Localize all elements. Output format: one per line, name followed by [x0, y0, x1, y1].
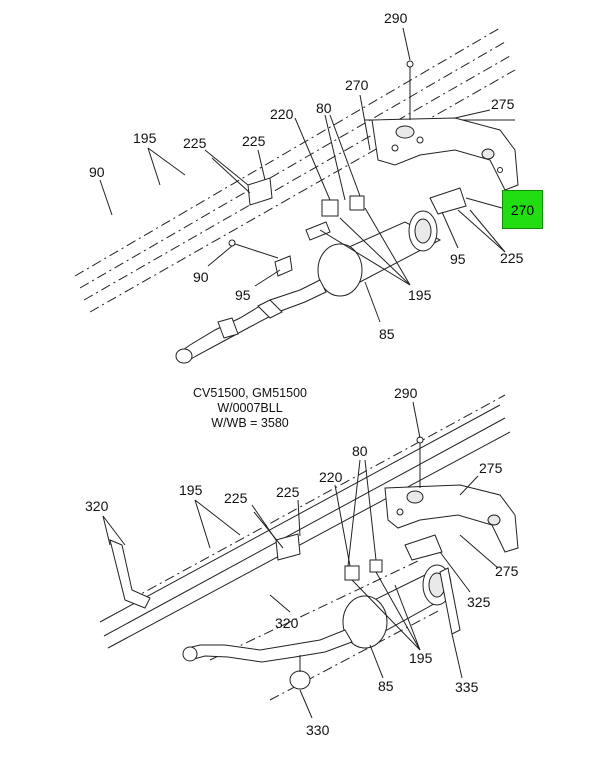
callout-225: 225	[242, 133, 266, 149]
caption-line-3: W/WB = 3580	[211, 416, 289, 430]
callout-330: 330	[306, 722, 330, 738]
callout-220: 220	[270, 106, 294, 122]
callout-95: 95	[450, 251, 466, 267]
callout-225: 225	[224, 490, 248, 506]
callout-220: 220	[319, 469, 343, 485]
top-frame-rail	[74, 27, 516, 313]
callout-275: 275	[495, 563, 519, 579]
highlighted-callout-label: 270	[510, 201, 535, 218]
callout-80: 80	[352, 443, 368, 459]
callout-225: 225	[500, 250, 524, 266]
callout-85: 85	[379, 326, 395, 342]
callout-290: 290	[394, 385, 418, 401]
caption-line-2: W/0007BLL	[217, 401, 283, 415]
bottom-crossmember-bracket	[384, 436, 519, 553]
bottom-clamps-brackets	[109, 533, 461, 635]
top-exhaust-pipe	[175, 279, 327, 364]
highlighted-callout-270[interactable]: 270	[502, 190, 543, 229]
callout-195: 195	[179, 482, 203, 498]
callout-325: 325	[467, 594, 491, 610]
top-muffler	[317, 210, 442, 297]
callout-320: 320	[275, 615, 299, 631]
callout-85: 85	[378, 678, 394, 694]
callout-95: 95	[235, 287, 251, 303]
top-crossmember-bracket	[371, 60, 519, 191]
callout-335: 335	[455, 679, 479, 695]
callout-195: 195	[133, 130, 157, 146]
callout-80: 80	[316, 100, 332, 116]
top-leader-lines	[99, 27, 506, 323]
bottom-frame-rail	[99, 394, 511, 701]
callout-195: 195	[408, 287, 432, 303]
callout-225: 225	[183, 135, 207, 151]
callout-320: 320	[85, 498, 109, 514]
caption-line-1: CV51500, GM51500	[193, 386, 307, 400]
callout-225: 225	[276, 484, 300, 500]
top-view-drawing	[74, 27, 519, 364]
callout-270: 270	[345, 77, 369, 93]
bottom-view-drawing	[99, 394, 519, 719]
callout-90: 90	[193, 269, 209, 285]
callout-275: 275	[479, 460, 503, 476]
bottom-exhaust-pipe	[182, 629, 353, 690]
callout-195: 195	[409, 650, 433, 666]
callout-275: 275	[491, 96, 515, 112]
callout-90: 90	[89, 164, 105, 180]
bottom-leader-lines	[102, 401, 499, 719]
model-caption: CV51500, GM51500 W/0007BLL W/WB = 3580	[150, 386, 350, 431]
callout-290: 290	[384, 10, 408, 26]
